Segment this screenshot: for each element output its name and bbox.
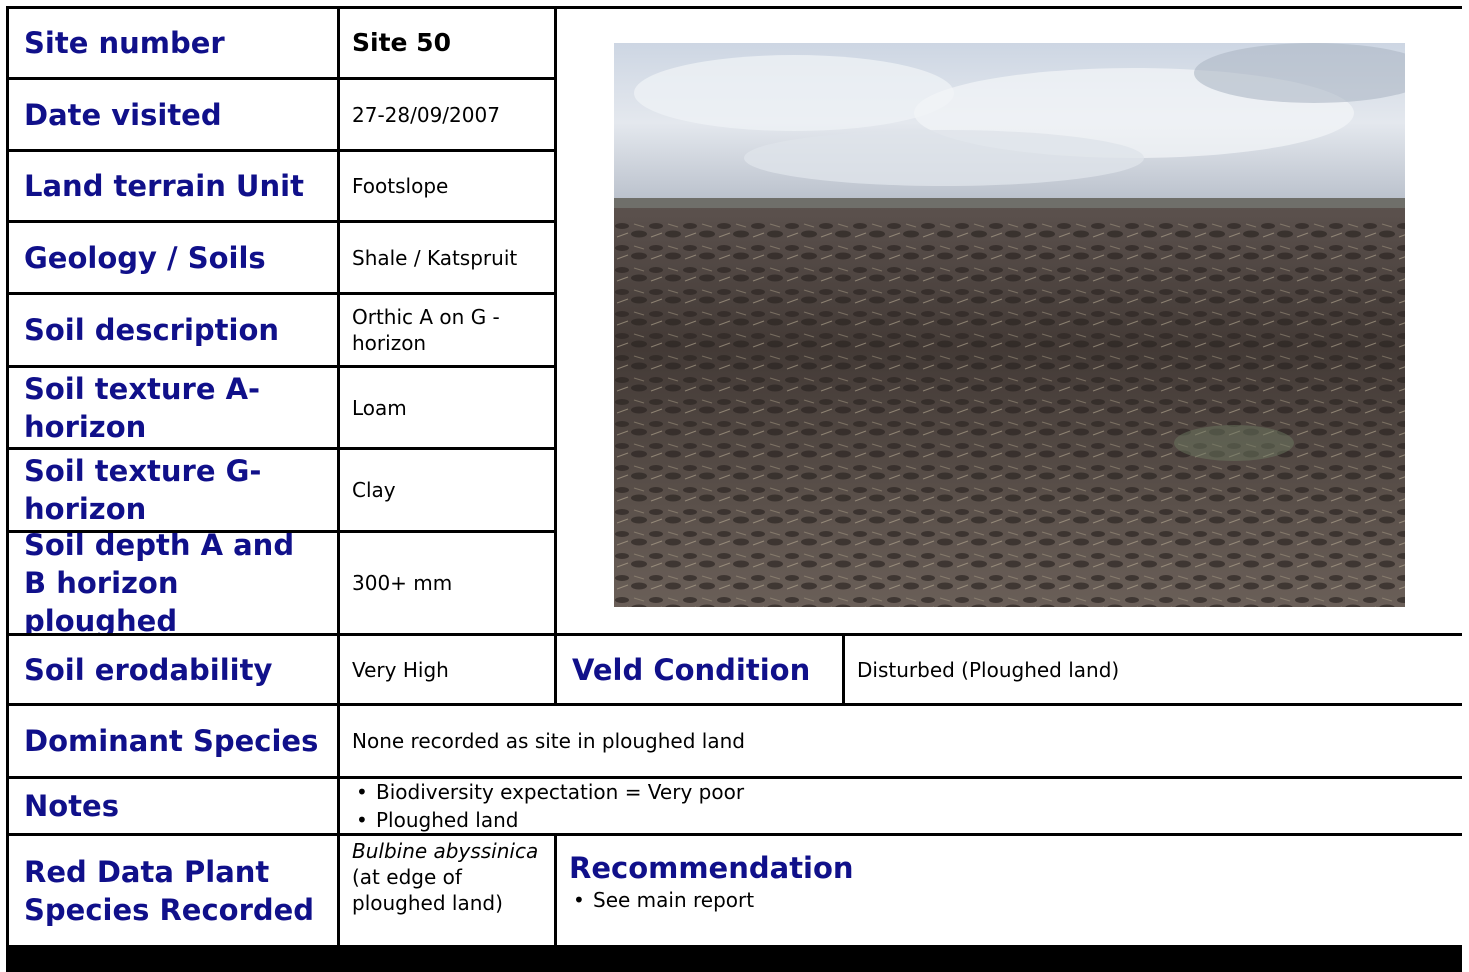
site-data-table: Site number Site 50: [6, 6, 1468, 972]
species-note: (at edge of ploughed land): [352, 865, 503, 915]
date-visited-label: Date visited: [9, 80, 337, 149]
soil-depth-label: Soil depth A and B horizon ploughed: [9, 533, 337, 633]
notes-list-cell: •Biodiversity expectation = Very poor •P…: [340, 779, 1468, 833]
soil-texture-a-label: Soil texture A-horizon: [9, 368, 337, 447]
bullet-icon: •: [356, 808, 368, 832]
species-name: Bulbine abyssinica: [352, 839, 539, 863]
veld-condition-value: Disturbed (Ploughed land): [845, 636, 1468, 703]
soil-erodability-value: Very High: [340, 636, 554, 703]
geology-label: Geology / Soils: [9, 223, 337, 292]
recommendation-list: •See main report: [569, 886, 754, 914]
ploughed-field-photo: [614, 43, 1405, 607]
land-terrain-value: Footslope: [340, 152, 554, 220]
soil-texture-g-label: Soil texture G-horizon: [9, 450, 337, 530]
recommendation-title: Recommendation: [569, 851, 854, 885]
notes-label: Notes: [9, 779, 337, 833]
date-visited-value: 27-28/09/2007: [340, 80, 554, 149]
bullet-icon: •: [573, 888, 585, 912]
dominant-species-value: None recorded as site in ploughed land: [340, 706, 1468, 776]
red-data-label: Red Data Plant Species Recorded: [9, 836, 337, 945]
soil-description-value: Orthic A on G - horizon: [340, 295, 554, 365]
bullet-icon: •: [356, 780, 368, 804]
land-terrain-label: Land terrain Unit: [9, 152, 337, 220]
site-number-label: Site number: [9, 9, 337, 77]
notes-list: •Biodiversity expectation = Very poor •P…: [352, 779, 744, 833]
soil-texture-a-value: Loam: [340, 368, 554, 447]
soil-depth-value: 300+ mm: [340, 533, 554, 633]
red-data-value: Bulbine abyssinica (at edge of ploughed …: [340, 836, 554, 945]
notes-item: •Biodiversity expectation = Very poor: [352, 779, 744, 806]
recommendation-cell: Recommendation •See main report: [557, 836, 1468, 945]
site-number-value: Site 50: [340, 9, 554, 77]
geology-value: Shale / Katspruit: [340, 223, 554, 292]
soil-erodability-label: Soil erodability: [9, 636, 337, 703]
notes-item: •Ploughed land: [352, 806, 744, 833]
dominant-species-label: Dominant Species: [9, 706, 337, 776]
site-photo-cell: [557, 9, 1468, 633]
veld-condition-label: Veld Condition: [557, 636, 842, 703]
soil-description-label: Soil description: [9, 295, 337, 365]
soil-texture-g-value: Clay: [340, 450, 554, 530]
recommendation-item: •See main report: [569, 886, 754, 914]
